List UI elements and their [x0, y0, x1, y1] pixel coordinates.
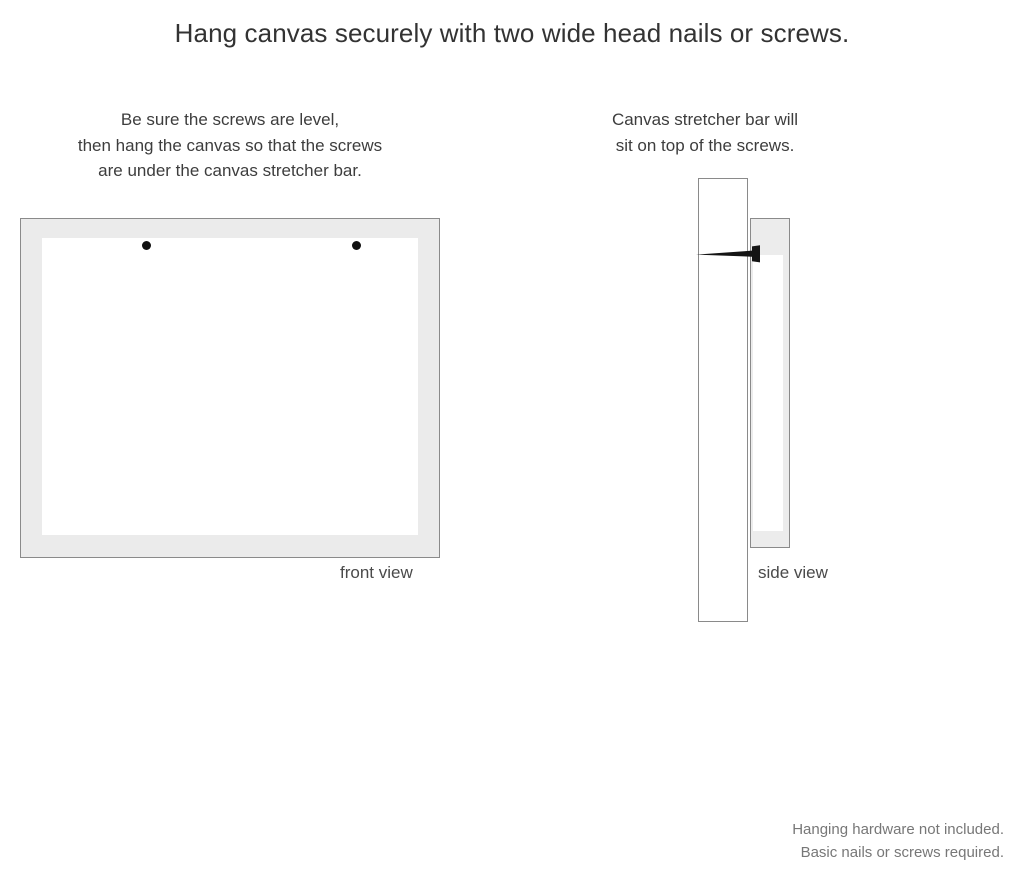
side-view-label: side view: [758, 563, 828, 582]
front-view-canvas-frame: [20, 218, 440, 558]
side-view-canvas-profile: [750, 218, 790, 548]
front-instruction-line-2: then hang the canvas so that the screws: [77, 135, 383, 155]
side-view-instructions: Canvas stretcher bar will sit on top of …: [565, 107, 845, 158]
footnote: Hanging hardware not included. Basic nai…: [664, 818, 1004, 864]
side-instruction-line-2: sit on top of the screws.: [615, 135, 795, 155]
right-screw-icon: [352, 241, 361, 250]
left-screw-icon: [142, 241, 151, 250]
footnote-line-1: Hanging hardware not included.: [792, 821, 1004, 838]
front-instruction-line-1: Be sure the screws are level,: [120, 110, 340, 129]
side-instruction-line-1: Canvas stretcher bar will: [611, 110, 799, 129]
front-view-label: front view: [340, 563, 413, 582]
footnote-line-2: Basic nails or screws required.: [800, 844, 1004, 861]
front-view-canvas-face: [42, 238, 418, 535]
nail-icon: [696, 245, 760, 263]
front-view-instructions: Be sure the screws are level, then hang …: [20, 107, 440, 184]
front-instruction-line-3: are under the canvas stretcher bar.: [98, 161, 362, 180]
side-view-canvas-face: [753, 255, 783, 531]
page-title: Hang canvas securely with two wide head …: [174, 18, 850, 48]
nail-shape: [696, 245, 760, 263]
